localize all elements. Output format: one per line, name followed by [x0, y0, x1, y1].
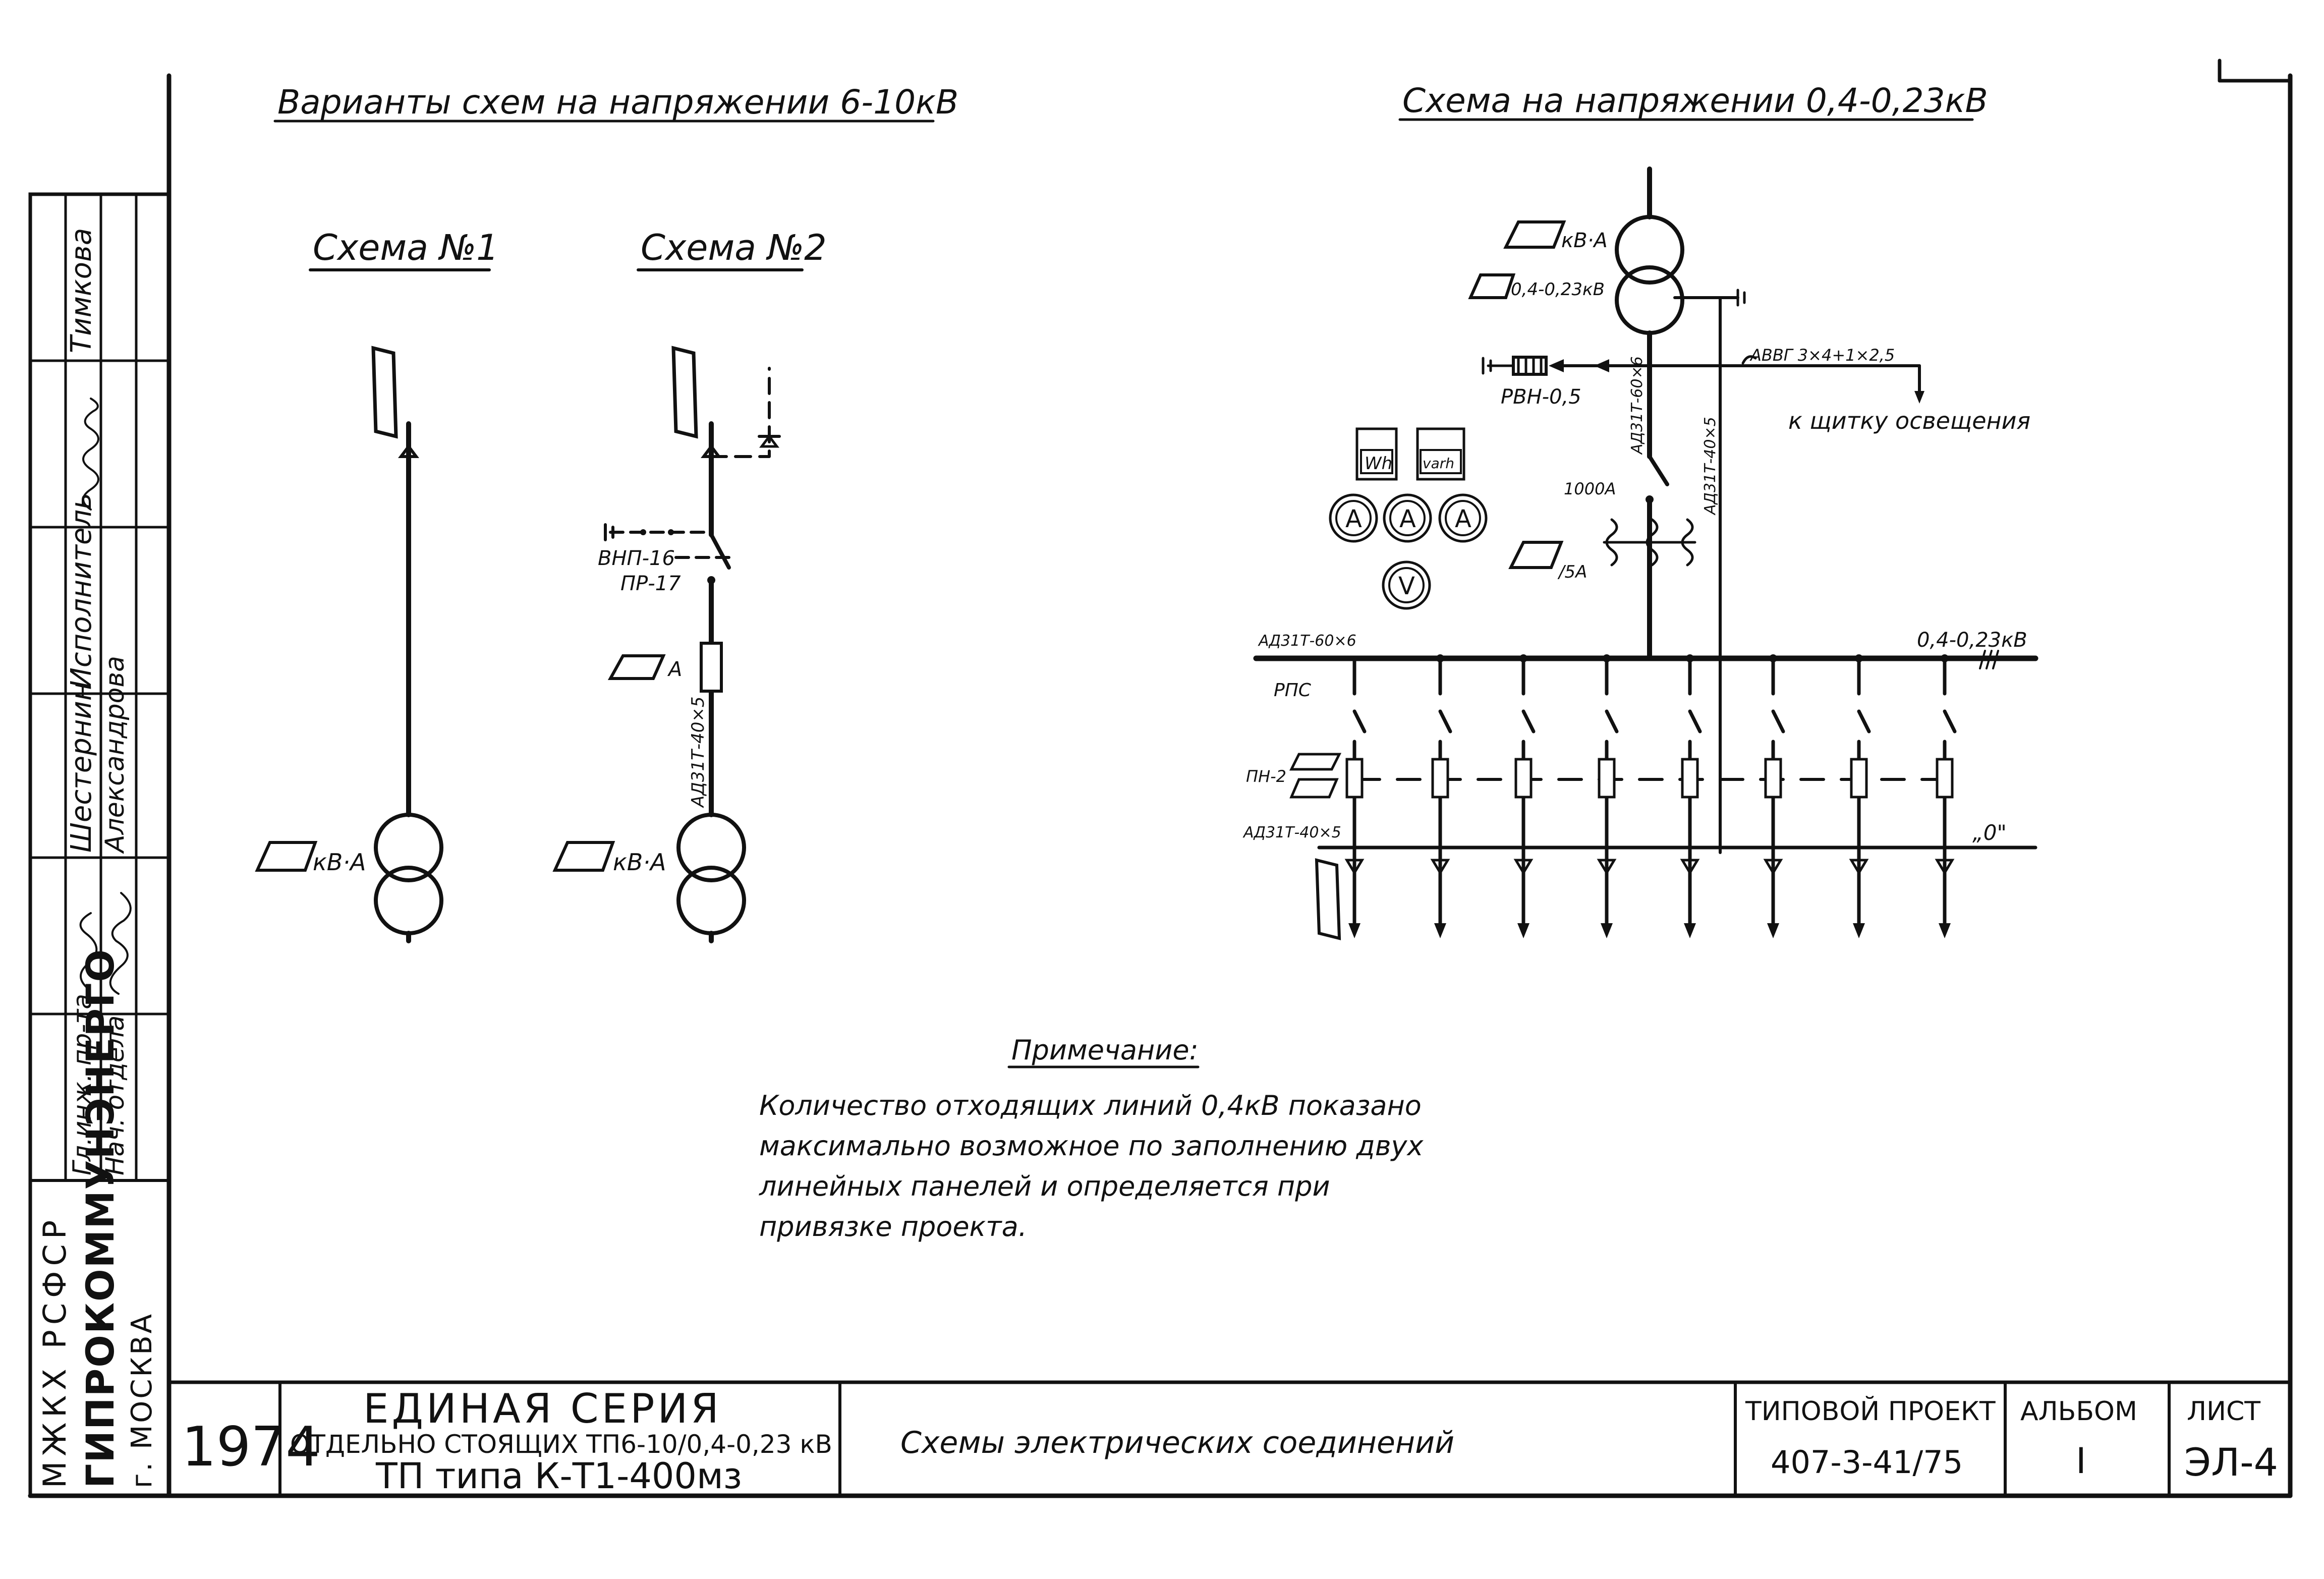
neutral-bus-label: „0" — [1972, 820, 2007, 845]
lighting-cable-label: АВВГ 3×4+1×2,5 — [1749, 346, 1895, 365]
scheme-1: Схема №1 кВ·А — [255, 227, 499, 943]
scheme-2-fuse-label: А — [667, 658, 682, 681]
project-label: ТИПОВОЙ ПРОЕКТ — [1745, 1396, 1996, 1427]
stamp-role-2: Нач. отдела — [100, 1016, 130, 1175]
ammeter-1 — [1329, 493, 1378, 543]
ammeter-3-label: A — [1455, 505, 1471, 533]
fuse-symbol — [700, 642, 723, 693]
fuse-type-label: ПН-2 — [1246, 767, 1286, 786]
lv-transformer-winding-1 — [1615, 215, 1684, 285]
scheme-1-kva-label: кВ·А — [313, 849, 366, 876]
series-line-1: ЕДИНАЯ СЕРИЯ — [363, 1385, 722, 1432]
stamp-role-1: Гл.инж. пр-та — [68, 994, 97, 1175]
transformer-winding-3 — [676, 813, 746, 882]
disconnector-symbol-2 — [671, 346, 698, 439]
feeder-5 — [1680, 654, 1702, 938]
feeder-2 — [1430, 654, 1452, 938]
lv-voltage-label: 0,4-0,23кВ — [1511, 279, 1605, 300]
busbar-label: АД31Т-60×6 — [1258, 632, 1356, 650]
switch-label: РПС — [1274, 680, 1312, 701]
signature-1 — [82, 398, 99, 511]
stamp-org-2: ГИПРОКОММУНЭНЕРГО — [78, 948, 123, 1488]
ct-label: /5А — [1557, 562, 1587, 582]
note-line-2: максимально возможное по заполнению двух — [759, 1130, 1424, 1162]
bus-voltage-label: 0,4-0,23кВ — [1917, 629, 2027, 652]
feeder-6 — [1763, 654, 1785, 938]
disconnector-symbol — [371, 346, 398, 439]
stamp-name-2: Шестернин — [65, 683, 98, 853]
feeder-3 — [1513, 654, 1536, 938]
album-value: I — [2076, 1440, 2086, 1482]
ammeter-2-label: A — [1399, 505, 1416, 533]
stamp-name-3: Александрова — [100, 656, 130, 854]
scheme-1-title: Схема №1 — [313, 227, 499, 268]
side-stamp: Тимкова Исполнитель Шестернин Александро… — [28, 192, 171, 1498]
voltmeter — [1382, 560, 1431, 610]
lv-transformer-winding-2 — [1615, 265, 1684, 335]
stamp-org-1: МЖКХ РСФСР — [36, 1215, 73, 1488]
series-line-2: ОТДЕЛЬНО СТОЯЩИХ ТП6-10/0,4-0,23 кВ — [290, 1430, 832, 1459]
lighting-label: к щитку освещения — [1788, 407, 2030, 434]
note-title: Примечание: — [1011, 1034, 1199, 1066]
voltmeter-label: V — [1398, 572, 1415, 600]
stamp-role-3: Исполнитель — [65, 493, 98, 689]
feeder-8 — [1935, 654, 1957, 938]
title-block: 1974 ЕДИНАЯ СЕРИЯ ОТДЕЛЬНО СТОЯЩИХ ТП6-1… — [167, 1380, 2292, 1497]
varh-meter — [1416, 427, 1465, 481]
scheme-2-switch-label-2: ПР-17 — [620, 572, 681, 595]
scheme-2-title: Схема №2 — [641, 227, 827, 268]
lv-transformer-label: кВ·А — [1561, 229, 1608, 252]
scheme-2-switch-label-1: ВНП-16 — [598, 547, 675, 570]
transformer-winding-4 — [676, 866, 746, 935]
feeder-1 — [1344, 656, 1367, 938]
lower-cable-label: АД31Т-40×5 — [1242, 824, 1341, 841]
note-line-4: привязке проекта. — [759, 1211, 1027, 1243]
left-heading: Варианты схем на напряжении 6-10кВ — [277, 83, 958, 122]
incomer-cable-label: АД31Т-60×6 — [1628, 356, 1646, 455]
scheme-2-kva-label: кВ·А — [613, 849, 666, 876]
ammeter-3 — [1438, 493, 1488, 543]
sheet-label: ЛИСТ — [2187, 1396, 2260, 1427]
ammeter-1-label: A — [1345, 505, 1362, 533]
year: 1974 — [182, 1416, 320, 1479]
scheme-2-cable-label: АД31Т-40×5 — [688, 696, 708, 808]
ammeter-2 — [1383, 493, 1432, 543]
transformer-winding-2 — [374, 866, 443, 935]
right-heading: Схема на напряжении 0,4-0,23кВ — [1402, 81, 1988, 120]
note-line-1: Количество отходящих линий 0,4кВ показан… — [759, 1090, 1422, 1121]
project-number: 407-3-41/75 — [1771, 1444, 1963, 1481]
transformer-winding-1 — [374, 813, 443, 882]
signature-2 — [79, 892, 132, 995]
series-line-3: ТП типа К-Т1-400мз — [375, 1455, 742, 1497]
note: Примечание: Количество отходящих линий 0… — [759, 1034, 1424, 1243]
stamp-name-1: Тимкова — [65, 228, 98, 353]
scheme-2: Схема №2 ВНП-16 ПР-17 А АД31Т-40×5 кВ·А — [552, 227, 827, 943]
sheet-title: Схемы электрических соединений — [900, 1425, 1454, 1460]
lv-scheme: кВ·А 0,4-0,23кВ РВН-0,5 АВВГ 3×4+1×2,5 к… — [1242, 166, 2038, 940]
stamp-city: г. МОСКВА — [126, 1312, 158, 1488]
album-label: АЛЬБОМ — [2020, 1396, 2137, 1427]
feeder-7 — [1849, 654, 1871, 938]
note-line-3: линейных панелей и определяется при — [759, 1170, 1330, 1202]
wh-meter-label: Wh — [1365, 454, 1392, 474]
wh-meter — [1355, 427, 1398, 481]
neutral-cable-label: АД31Т-40×5 — [1702, 417, 1719, 516]
breaker-rating: 1000А — [1564, 479, 1616, 498]
varh-meter-label: varh — [1423, 455, 1454, 472]
feeder-4 — [1597, 654, 1619, 938]
sheet-value: ЭЛ-4 — [2184, 1440, 2278, 1485]
arrester-label: РВН-0,5 — [1501, 385, 1581, 409]
